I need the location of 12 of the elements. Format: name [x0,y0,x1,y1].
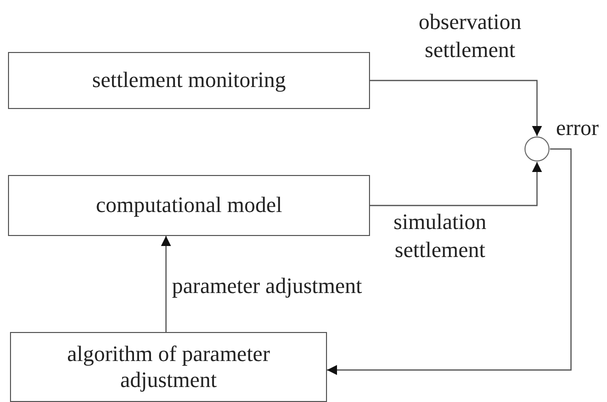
process-box [10,332,327,402]
process-box [8,175,370,236]
arrow [161,236,171,332]
box-label: algorithm of parameter adjustment [66,340,271,394]
node-caption: error [556,114,599,142]
process-box [8,52,370,109]
summing-junction-circle [524,136,550,162]
arrow [327,148,572,375]
arrow [370,80,542,136]
arrow [370,162,542,206]
box-label: computational model [96,192,282,219]
box-label: settlement monitoring [92,67,286,94]
